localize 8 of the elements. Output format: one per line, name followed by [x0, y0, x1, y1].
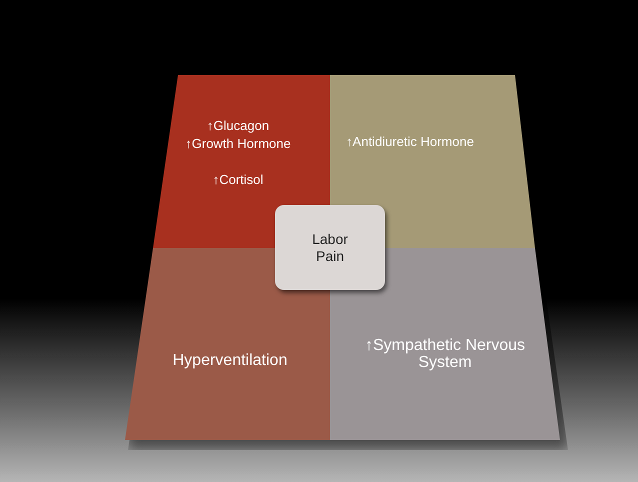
node-label: ↑Growth Hormone	[184, 137, 292, 151]
node-label: ↑Glucagon	[206, 119, 270, 133]
node-label: ↑Cortisol	[212, 173, 264, 187]
center-box	[275, 205, 385, 290]
node-label: Labor Pain	[311, 231, 349, 264]
node-label: Hyperventilation	[172, 353, 288, 370]
node-label: ↑Antidiuretic Hormone	[345, 135, 475, 149]
node-label: ↑Sympathetic Nervous System	[364, 338, 526, 372]
